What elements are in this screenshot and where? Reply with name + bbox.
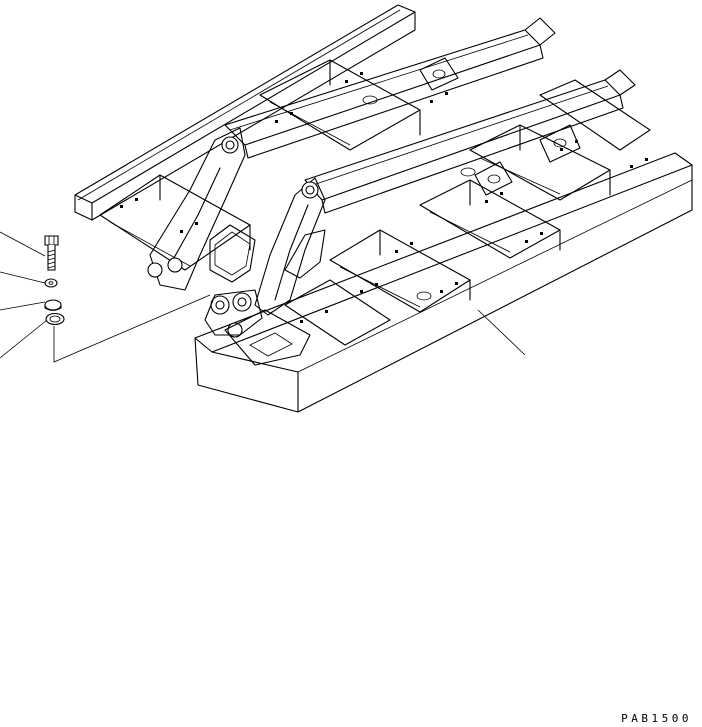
shim-part — [45, 312, 65, 326]
exploded-fastener-set — [44, 235, 65, 326]
leader-lines — [0, 231, 526, 363]
washer-part — [44, 278, 58, 288]
cap-part — [44, 299, 62, 311]
bolt-part — [44, 235, 59, 271]
drawing-code: PAB1500 — [621, 712, 692, 725]
frame-assembly — [74, 4, 693, 413]
